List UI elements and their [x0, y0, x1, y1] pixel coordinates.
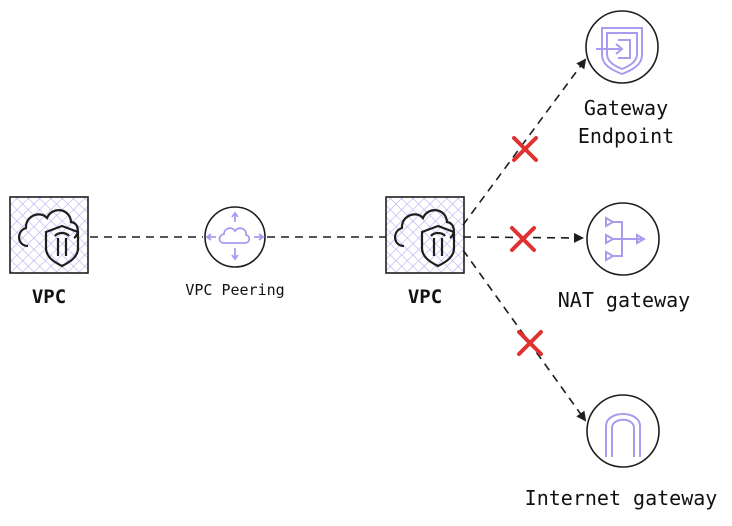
vpc-peering-node [204, 206, 266, 268]
gateway-endpoint-label-line1: Gateway [583, 96, 669, 120]
blocked-x-icon-internet-gateway [517, 330, 543, 356]
internet-gateway-node [586, 394, 660, 468]
internet-gateway-label: Internet gateway [524, 486, 718, 510]
gateway-endpoint-label-line2: Endpoint [577, 124, 675, 148]
blocked-marks [510, 136, 543, 356]
edge-vpc-to-gateway-endpoint [462, 58, 587, 226]
vpc-peering-cloud-icon [205, 211, 265, 261]
vpc-left-label: VPC [31, 286, 67, 308]
edges [90, 58, 587, 422]
nat-gateway-node [586, 202, 660, 276]
vpc-cloud-shield-icon [394, 209, 456, 268]
blocked-x-icon-gateway-endpoint [512, 136, 538, 162]
vpc-right-label: VPC [407, 286, 443, 308]
vpc-left-node [9, 196, 89, 274]
nat-gateway-label: NAT gateway [557, 288, 691, 312]
vpc-peering-label: VPC Peering [185, 281, 285, 299]
gateway-endpoint-node [585, 10, 659, 84]
vpc-right-node [385, 196, 465, 274]
blocked-x-icon-nat-gateway [510, 226, 536, 252]
gateway-endpoint-icon [596, 27, 643, 76]
internet-gateway-icon [605, 413, 641, 457]
vpc-cloud-shield-icon [18, 209, 80, 268]
nat-gateway-icon [605, 216, 647, 262]
